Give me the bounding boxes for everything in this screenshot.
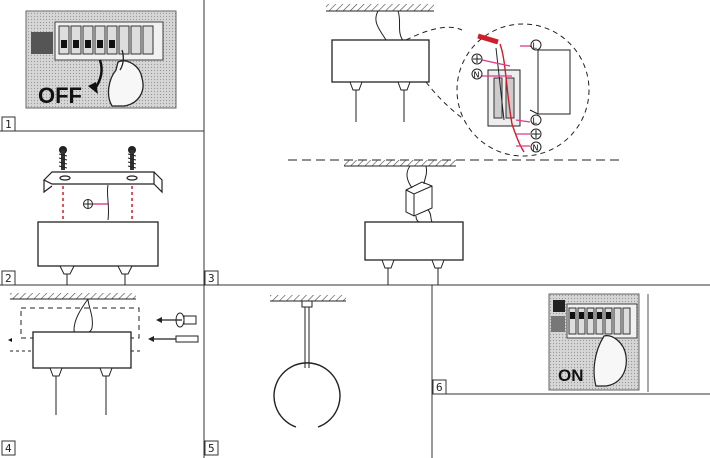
junction-box [405,165,433,223]
earth-symbol-bottom-icon [530,128,542,140]
wire-live-symbol-bottom: L [530,114,542,126]
panel-6: ON 6 [432,293,649,395]
on-label: ON [558,366,584,385]
canopy-box-lowered [32,331,132,369]
wire-live-symbol-top: L [530,39,542,51]
panel-1: OFF 1 [1,10,177,132]
breaker-photo-off: OFF [25,10,177,109]
svg-text:3: 3 [208,272,215,285]
svg-text:2: 2 [5,272,12,285]
canopy-box [37,221,159,267]
svg-text:N: N [474,71,480,80]
ring-lamp [273,362,341,428]
cable-grips [59,265,133,285]
panel-5: 5 [204,295,346,456]
screwdriver-icon [148,335,199,343]
wire-neutral-symbol-bottom: N [530,141,542,153]
ceiling-hatch [326,4,434,11]
detail-callout [456,23,590,157]
svg-text:6: 6 [436,381,443,394]
screw-right-icon [127,146,137,170]
svg-text:L: L [533,42,538,51]
wire-neutral-symbol-top: N [471,68,483,80]
earth-symbol-icon [83,199,108,209]
svg-text:N: N [533,144,539,153]
svg-text:L: L [533,117,538,126]
svg-text:4: 4 [5,442,12,455]
terminal-block [477,33,571,153]
mounting-bracket [42,171,163,194]
screw-left-icon [58,146,68,170]
breaker-photo-on: ON [548,293,640,391]
rotate-arrow-icon [156,312,197,328]
canopy-box-lower [364,221,464,261]
off-label: OFF [38,83,82,108]
panel-number-5: 5 [204,440,219,456]
panel-number-2: 2 [1,270,16,286]
svg-text:5: 5 [208,442,215,455]
panel-number-4: 4 [1,440,16,456]
panel-3: L N L N [204,4,620,286]
panel-2: 2 [1,146,163,286]
panel-number-3: 3 [204,270,219,286]
panel-4: 4 [1,293,199,456]
earth-symbol-top-icon [471,53,483,65]
panel-number-6: 6 [432,379,447,395]
canopy-box-upper [331,39,430,83]
panel-number-1: 1 [1,116,16,132]
svg-text:1: 1 [5,118,12,131]
